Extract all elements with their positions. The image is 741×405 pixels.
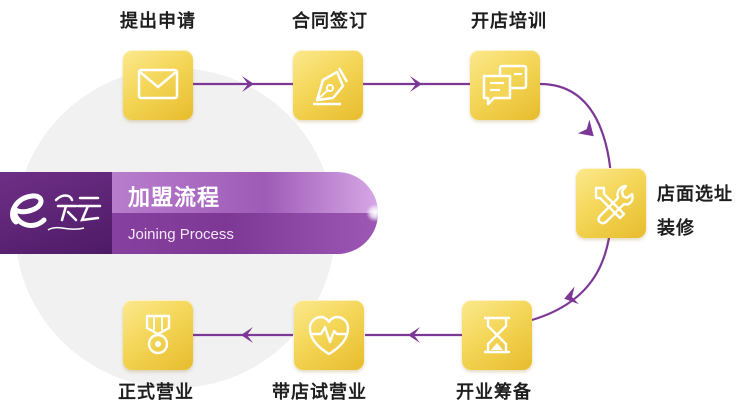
banner-subtitle: Joining Process	[128, 226, 234, 243]
step-tile-apply[interactable]	[123, 50, 193, 120]
step-label-trial-operation: 带店试营业	[272, 382, 367, 403]
step-tile-contract[interactable]	[293, 50, 363, 120]
banner-title: 加盟流程	[128, 186, 221, 211]
step-label-apply: 提出申请	[120, 11, 196, 32]
step-tile-official-opening[interactable]	[123, 300, 193, 370]
step-tile-training[interactable]	[470, 50, 540, 120]
logo-mark-icon	[10, 193, 102, 231]
envelope-icon	[137, 68, 179, 100]
step-tile-trial-operation[interactable]	[294, 300, 364, 370]
brand-logo	[0, 172, 112, 254]
hourglass-icon	[484, 316, 510, 354]
step-label-official-opening: 正式营业	[118, 382, 194, 403]
heartbeat-shield-icon	[308, 315, 350, 356]
medal-icon	[145, 314, 171, 355]
step-label-preparation: 开业筹备	[456, 382, 532, 403]
step-tile-site-decoration[interactable]	[576, 168, 646, 238]
step-label-site-line1: 店面选址	[657, 184, 733, 205]
step-label-site-line2: 装修	[657, 218, 695, 239]
flow-arrows	[241, 76, 594, 343]
step-label-contract: 合同签订	[292, 11, 368, 32]
tools-icon	[594, 184, 634, 225]
chat-document-icon	[482, 64, 528, 106]
pen-nib-icon	[313, 67, 349, 106]
step-tile-preparation[interactable]	[462, 300, 532, 370]
banner-glow	[366, 204, 384, 222]
step-label-training: 开店培训	[471, 11, 547, 32]
